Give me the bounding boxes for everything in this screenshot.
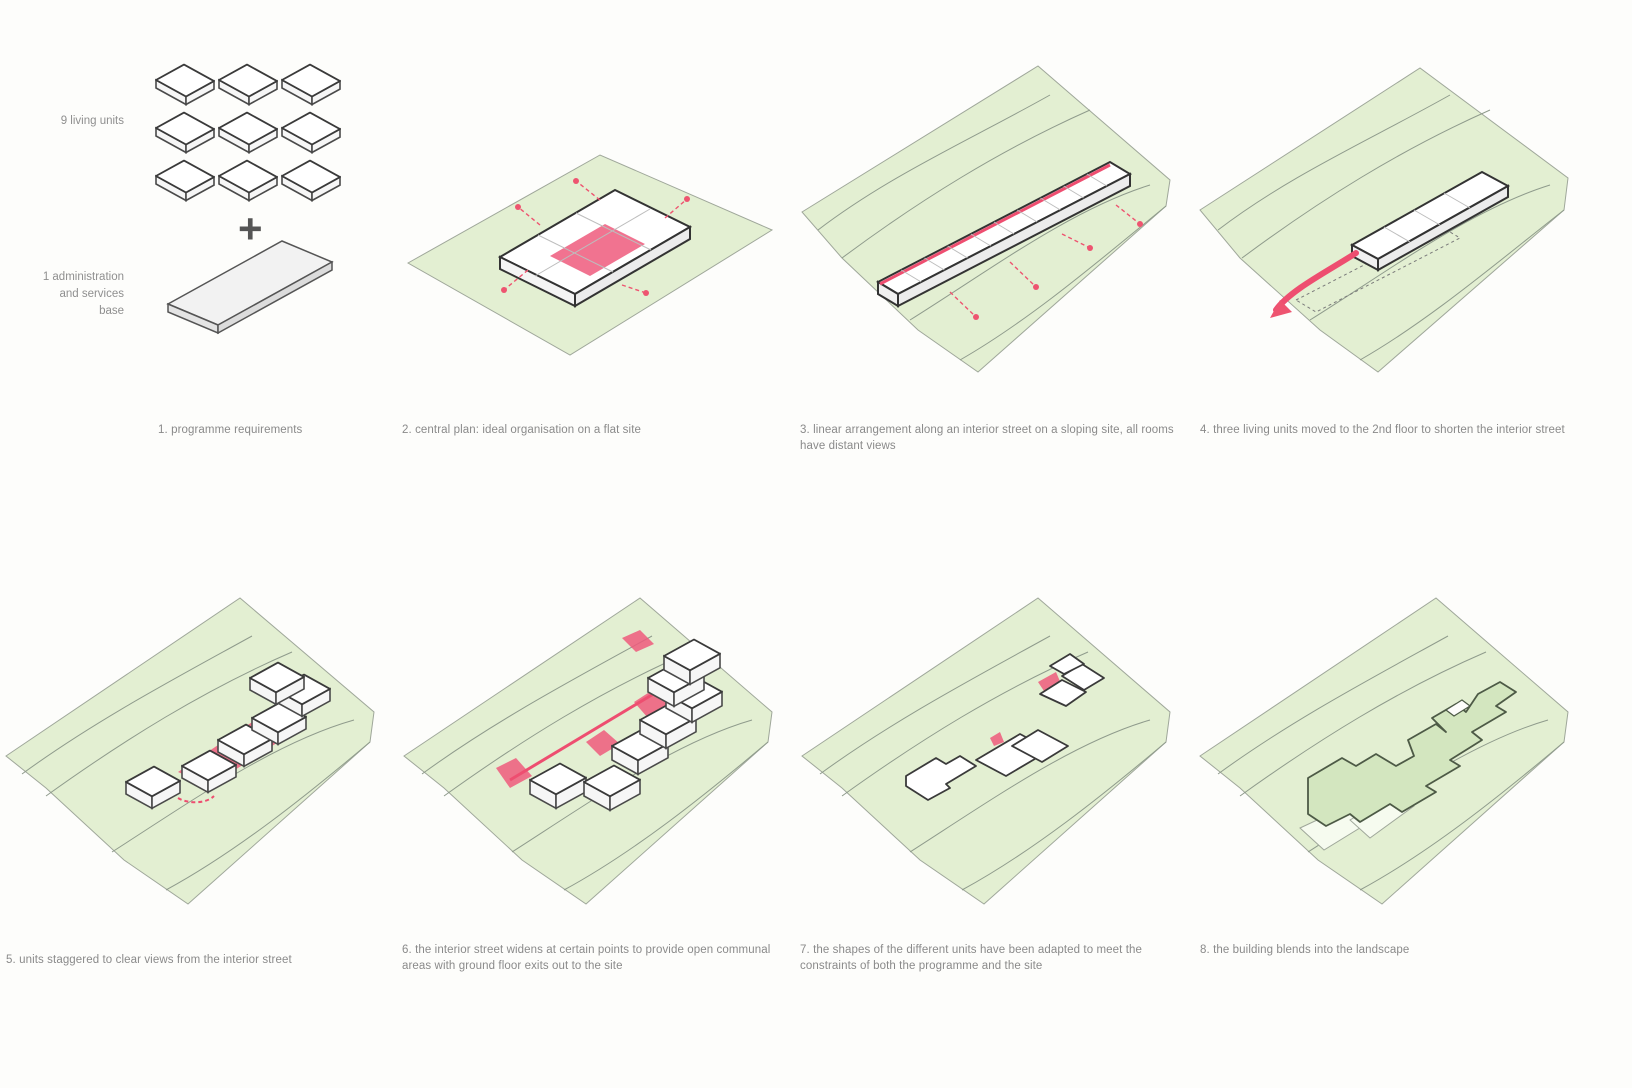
panel-6: 6. the interior street widens at certain…	[400, 560, 800, 1020]
caption-1: 1. programme requirements	[158, 422, 388, 438]
panel-7: 7. the shapes of the different units hav…	[800, 560, 1200, 1020]
living-unit	[219, 161, 277, 201]
living-unit	[219, 65, 277, 105]
caption-8: 8. the building blends into the landscap…	[1200, 942, 1600, 958]
services-base-label: 1 administration and services base	[4, 269, 124, 320]
staggered-units-diagram	[0, 560, 400, 1020]
living-unit	[156, 65, 214, 105]
living-unit	[219, 113, 277, 153]
sloping-site-5	[6, 598, 374, 904]
living-units-grid	[0, 0, 400, 460]
living-unit	[156, 113, 214, 153]
caption-5: 5. units staggered to clear views from t…	[6, 952, 386, 968]
sloping-site-6	[404, 598, 772, 904]
panel-8: 8. the building blends into the landscap…	[1200, 560, 1632, 1020]
panel-2: 2. central plan: ideal organisation on a…	[400, 0, 800, 460]
caption-4: 4. three living units moved to the 2nd f…	[1200, 422, 1620, 438]
caption-2: 2. central plan: ideal organisation on a…	[402, 422, 782, 438]
sloping-site-8	[1200, 598, 1568, 904]
panel-4: 4. three living units moved to the 2nd f…	[1200, 0, 1632, 460]
living-unit	[282, 113, 340, 153]
sloping-site	[802, 66, 1170, 372]
caption-7: 7. the shapes of the different units hav…	[800, 942, 1185, 974]
second-floor-diagram	[1200, 0, 1632, 460]
plus-sign: +	[238, 208, 263, 250]
caption-6: 6. the interior street widens at certain…	[402, 942, 782, 974]
linear-arrangement-diagram	[800, 0, 1200, 460]
sloping-site-7	[802, 598, 1170, 904]
living-unit	[156, 161, 214, 201]
panel-3: 3. linear arrangement along an interior …	[800, 0, 1200, 460]
panel-1: 9 living units + 1 administration and se…	[0, 0, 400, 460]
services-base	[168, 241, 332, 333]
flat-site-diagram	[400, 0, 800, 460]
panel-5: 5. units staggered to clear views from t…	[0, 560, 400, 1020]
living-unit	[282, 161, 340, 201]
living-unit	[282, 65, 340, 105]
sloping-site-4	[1200, 68, 1568, 372]
caption-3: 3. linear arrangement along an interior …	[800, 422, 1185, 454]
